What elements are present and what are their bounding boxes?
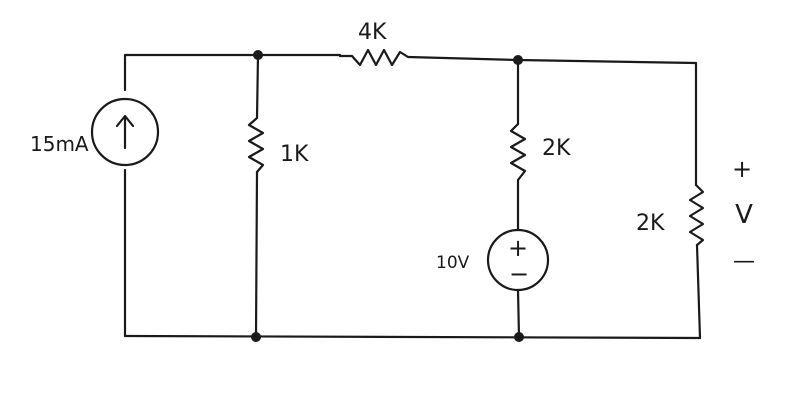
voltage-source-label: 10V xyxy=(436,253,470,273)
resistor-4k xyxy=(338,48,410,67)
voltage-v-label: V xyxy=(735,200,753,230)
resistor-1k xyxy=(247,116,265,174)
wire-1k-bottom xyxy=(254,170,259,338)
node-top-right xyxy=(513,55,523,65)
wire-1k-top xyxy=(255,53,260,120)
node-bottom-right xyxy=(514,332,524,342)
voltage-minus-label: — xyxy=(733,249,755,274)
wire-mid-bottom xyxy=(516,288,521,339)
wire-right-bottom xyxy=(695,243,702,340)
current-source-label: 15mA xyxy=(30,132,89,156)
resistor-2k-output-label: 2K xyxy=(636,211,665,236)
voltage-source-minus: − xyxy=(509,260,529,288)
current-arrow-icon xyxy=(115,114,135,128)
voltage-source xyxy=(486,228,550,292)
wire-bottom xyxy=(123,334,702,340)
resistor-1k-label: 1K xyxy=(280,142,309,167)
voltage-source-plus: + xyxy=(508,234,528,262)
resistor-2k-middle xyxy=(509,122,527,182)
resistor-2k-middle-label: 2K xyxy=(542,136,571,161)
node-bottom-left xyxy=(251,332,261,342)
wire-top-far-right xyxy=(516,58,698,187)
resistor-4k-label: 4K xyxy=(358,20,387,45)
wire-top-left xyxy=(123,53,342,92)
resistor-2k-output xyxy=(688,183,705,247)
voltage-plus-label: + xyxy=(732,155,752,183)
node-top-left xyxy=(253,50,263,60)
wire-top-right xyxy=(406,55,520,62)
